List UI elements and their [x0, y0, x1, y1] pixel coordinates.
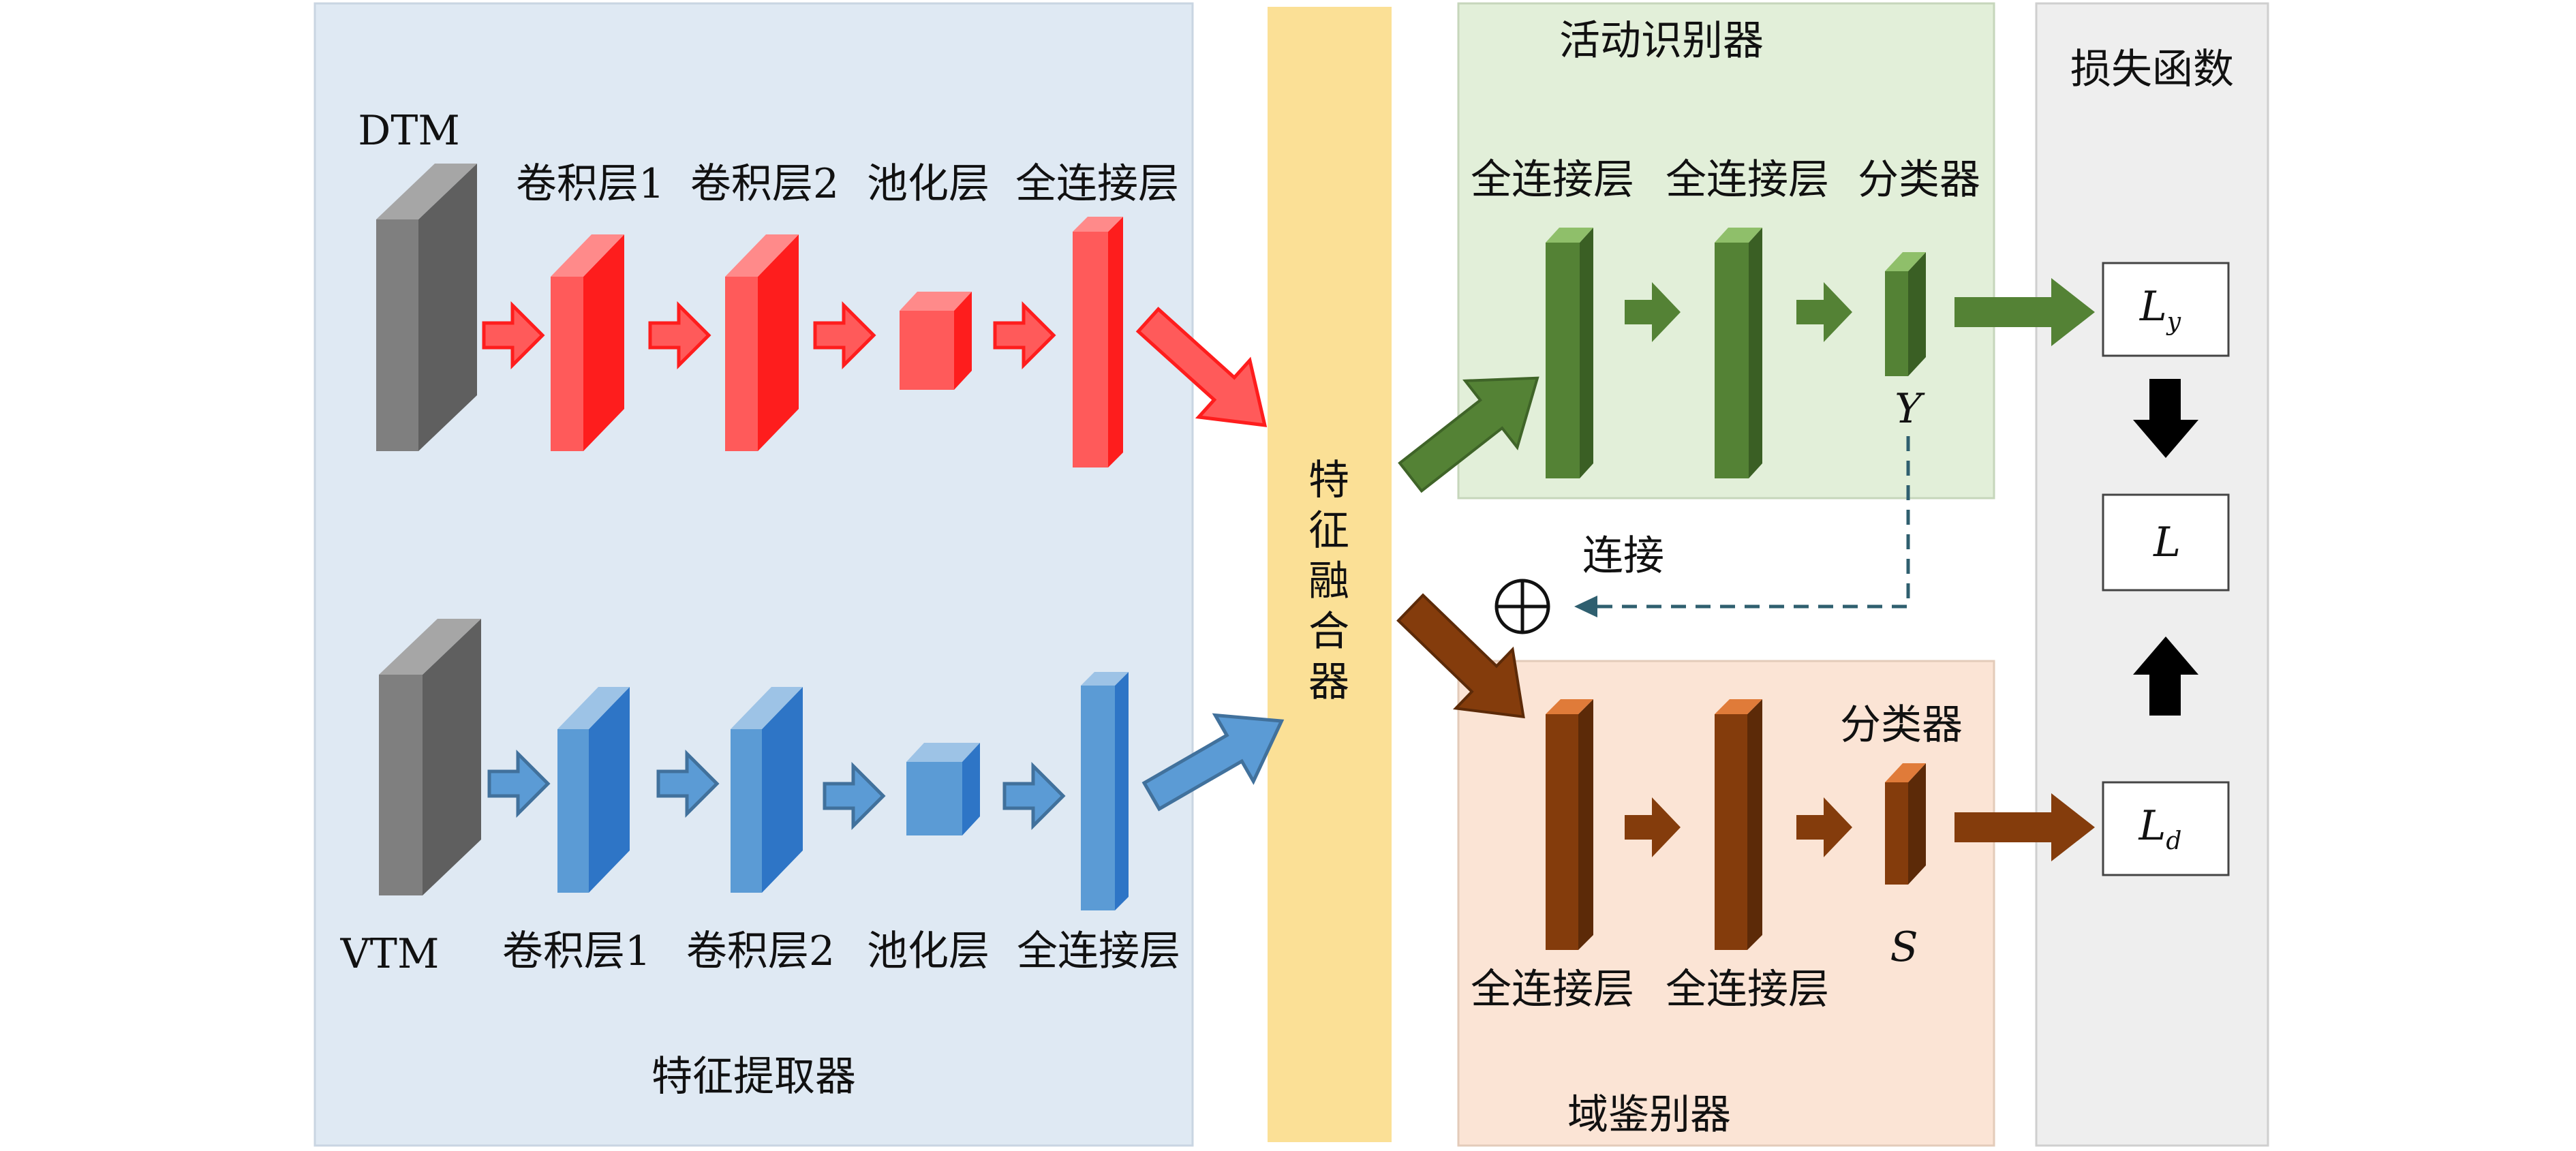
loss-ly-sub: y	[2166, 308, 2181, 336]
dtm-input-block	[376, 164, 477, 451]
activity-classifier-label: 分类器	[1858, 156, 1980, 204]
domain-arrow-1	[1625, 797, 1681, 857]
ld-to-l-arrow	[2133, 636, 2198, 716]
activity-arrow-1	[1625, 282, 1681, 342]
activity-fc2-layer	[1715, 228, 1762, 478]
dtm-fc-label: 全连接层	[1015, 160, 1179, 208]
feature-fusion-title-char: 征	[1308, 507, 1349, 555]
loss-ly-text: Ly	[2139, 283, 2181, 336]
dtm-conv1-layer	[551, 234, 624, 451]
ly-to-l-arrow	[2133, 379, 2198, 458]
vtm-input-block	[379, 619, 481, 895]
vtm-conv1-label: 卷积层1	[502, 927, 651, 975]
loss-l-box	[2102, 493, 2230, 592]
vtm-arrow-1	[487, 749, 551, 818]
dtm-fc-layer	[1073, 217, 1123, 467]
vtm-fc-layer	[1081, 672, 1129, 910]
vtm-conv2-label: 卷积层2	[686, 927, 835, 975]
vtm-conv2-layer	[731, 687, 803, 893]
vtm-conv1-layer	[557, 687, 630, 893]
dtm-arrow-2	[648, 301, 711, 370]
loss-ld-sub: d	[2166, 827, 2181, 855]
loss-ly-main: L	[2139, 283, 2167, 331]
feature-fusion-title-char: 融	[1308, 557, 1349, 605]
domain-fc2-label: 全连接层	[1666, 966, 1829, 1013]
feature-fusion-title-char: 合	[1308, 608, 1349, 656]
feature-fusion-title-char: 器	[1308, 658, 1349, 706]
concat-oplus-symbol	[1494, 579, 1550, 634]
activity-fc2-label: 全连接层	[1666, 156, 1829, 204]
dtm-conv1-label: 卷积层1	[516, 160, 664, 208]
domain-fc1-label: 全连接层	[1471, 966, 1634, 1013]
fusion-to-activity-arrow	[1398, 376, 1539, 493]
concat-dashed-connector	[1593, 436, 1910, 609]
loss-l-text: L	[2153, 519, 2181, 566]
activity-classifier-layer	[1885, 252, 1926, 376]
fusion-to-domain-arrow	[1396, 593, 1525, 719]
dtm-arrow-3	[813, 301, 876, 370]
dtm-to-fusion-arrow	[1135, 307, 1268, 427]
feature-fusion-title: 特征融合器	[1308, 457, 1349, 706]
vtm-arrow-4	[1002, 761, 1066, 831]
loss-ly-box	[2102, 262, 2230, 357]
activity-fc1-label: 全连接层	[1471, 156, 1634, 204]
domain-fc2-layer	[1715, 699, 1762, 950]
activity-recognizer-title: 活动识别器	[1559, 17, 1764, 65]
loss-function-title: 损失函数	[2070, 46, 2234, 93]
domain-fc1-layer	[1546, 699, 1593, 950]
dtm-pool-label: 池化层	[867, 160, 990, 208]
domain-to-ld-arrow	[1954, 793, 2095, 861]
feature-extractor-title: 特征提取器	[651, 1053, 856, 1101]
dtm-conv2-layer	[725, 234, 799, 451]
loss-ld-box	[2102, 781, 2230, 876]
domain-classifier-label: 分类器	[1840, 701, 1963, 749]
feature-fusion-title-char: 特	[1308, 457, 1349, 504]
domain-discriminator-title: 域鉴别器	[1567, 1091, 1731, 1139]
output-y-label: Y	[1895, 385, 1925, 433]
dtm-label: DTM	[358, 107, 460, 155]
vtm-fc-label: 全连接层	[1017, 927, 1180, 975]
vtm-arrow-2	[656, 749, 720, 818]
loss-ld-main: L	[2138, 802, 2166, 850]
dtm-arrow-1	[482, 301, 545, 370]
domain-arrow-2	[1796, 797, 1852, 857]
vtm-pool-label: 池化层	[867, 927, 990, 975]
output-s-label: S	[1890, 923, 1918, 971]
concat-arrowhead	[1574, 596, 1597, 617]
feature-fusion-panel	[1268, 7, 1392, 1142]
dtm-arrow-4	[993, 301, 1056, 370]
activity-fc1-layer	[1546, 228, 1593, 478]
vtm-pool-layer	[906, 743, 980, 835]
activity-arrow-2	[1796, 282, 1852, 342]
activity-to-ly-arrow	[1954, 278, 2095, 346]
domain-classifier-layer	[1885, 763, 1926, 885]
vtm-arrow-3	[823, 761, 886, 831]
dtm-conv2-label: 卷积层2	[690, 160, 839, 208]
loss-ld-text: Ld	[2138, 802, 2182, 855]
concat-label: 连接	[1582, 532, 1664, 580]
dtm-pool-layer	[900, 292, 972, 390]
vtm-label: VTM	[340, 930, 440, 978]
vtm-to-fusion-arrow	[1141, 713, 1285, 812]
